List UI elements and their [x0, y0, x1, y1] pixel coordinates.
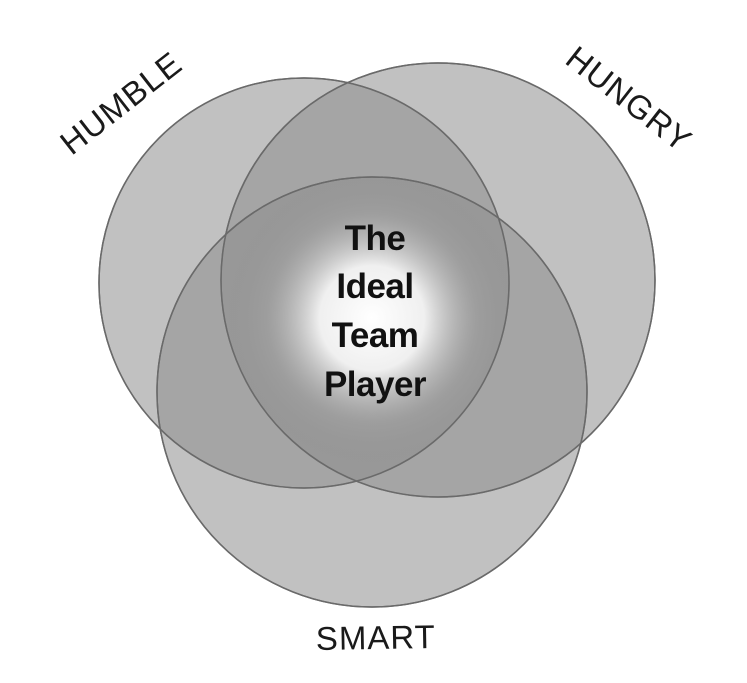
smart-label: SMART: [316, 618, 437, 657]
center-line-3: Team: [332, 316, 419, 355]
center-line-2: Ideal: [336, 267, 413, 306]
center-line-1: The: [345, 219, 406, 258]
center-line-4: Player: [324, 365, 427, 404]
